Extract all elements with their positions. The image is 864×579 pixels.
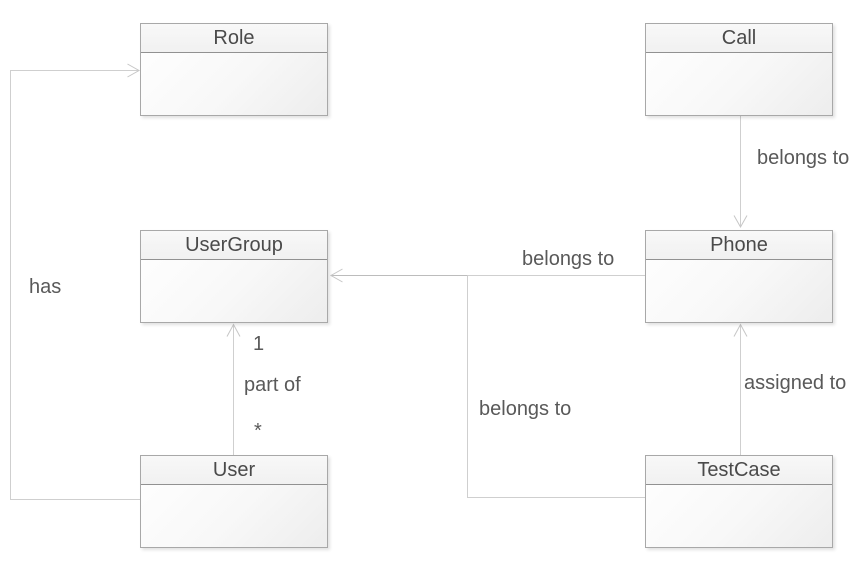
entity-testcase-header: TestCase: [646, 456, 832, 485]
entity-phone-body: [646, 260, 832, 322]
entity-call-body: [646, 53, 832, 115]
entity-testcase: TestCase: [645, 455, 833, 548]
entity-call-title: Call: [721, 26, 757, 49]
entity-user: User: [140, 455, 328, 548]
entity-phone-title: Phone: [710, 233, 768, 256]
entity-usergroup-header: UserGroup: [141, 231, 327, 260]
entity-call-header: Call: [646, 24, 832, 53]
relationship-label-phone-usergroup: belongs to: [522, 248, 615, 270]
arrowhead-usergroup-bottom-icon: [226, 323, 241, 337]
entity-testcase-title: TestCase: [697, 458, 781, 481]
entity-role: Role: [140, 23, 328, 116]
entity-user-header: User: [141, 456, 327, 485]
arrowhead-phone-top-icon: [733, 215, 748, 229]
entity-user-body: [141, 485, 327, 547]
relationship-label-call-phone: belongs to: [757, 147, 850, 169]
entity-usergroup-title: UserGroup: [185, 233, 283, 256]
connector-user-role: [10, 70, 140, 500]
entity-role-body: [141, 53, 327, 115]
arrowhead-usergroup-right-icon: [329, 268, 343, 283]
relationship-label-user-role: has: [29, 276, 62, 298]
relationship-label-testcase-usergroup: belongs to: [479, 398, 572, 420]
relationship-label-user-usergroup: part of: [244, 374, 301, 396]
relationship-label-testcase-phone: assigned to: [744, 372, 847, 394]
entity-role-title: Role: [213, 26, 255, 49]
entity-call: Call: [645, 23, 833, 116]
multiplicity-source-label: *: [254, 420, 262, 442]
entity-role-header: Role: [141, 24, 327, 53]
entity-phone: Phone: [645, 230, 833, 323]
arrowhead-role-left-icon: [127, 63, 141, 78]
multiplicity-target-label: 1: [253, 333, 265, 355]
entity-testcase-body: [646, 485, 832, 547]
entity-usergroup: UserGroup: [140, 230, 328, 323]
connector-testcase-usergroup: [467, 275, 645, 498]
arrowhead-phone-bottom-icon: [733, 323, 748, 337]
entity-user-title: User: [212, 458, 256, 481]
entity-usergroup-body: [141, 260, 327, 322]
entity-phone-header: Phone: [646, 231, 832, 260]
